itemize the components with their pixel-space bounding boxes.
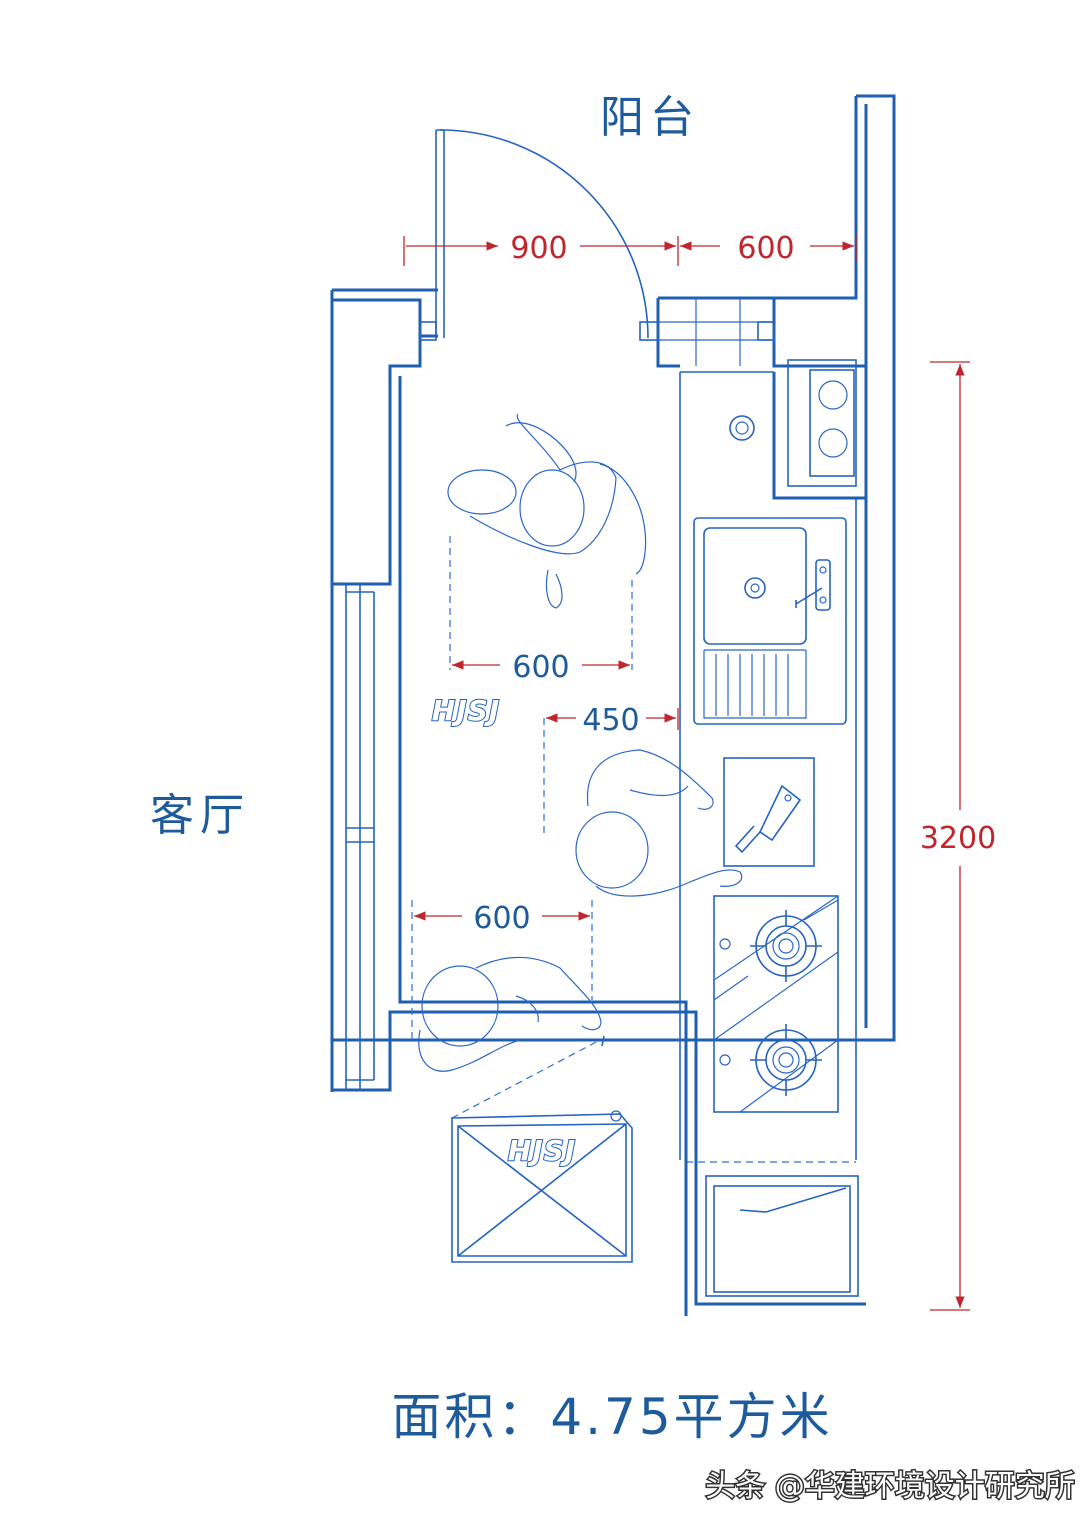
walls [330, 94, 896, 1172]
dim-length: 3200 [920, 821, 996, 856]
dim-side-width: 600 [737, 231, 794, 266]
dim-aisle-gap: 450 [582, 703, 639, 738]
balcony-label: 阳台 [600, 92, 700, 143]
door [435, 129, 649, 339]
watermark: 头条 @华建环境设计研究所 [705, 1469, 1075, 1504]
dimension-lines [403, 236, 970, 1311]
logo-fridge: HJSJ [508, 1134, 576, 1167]
area-label: 面积：4.75平方米 [391, 1388, 832, 1446]
person-bottom [418, 956, 602, 1072]
guide-lines [411, 536, 633, 1040]
kitchen-counter [679, 359, 866, 1316]
burner-top [719, 910, 822, 982]
burner-bottom [719, 1024, 822, 1096]
person-middle [575, 749, 743, 897]
refrigerator [451, 1035, 633, 1263]
dim-person-top: 600 [512, 650, 569, 685]
logo-left: HJSJ [432, 694, 500, 727]
dim-person-bottom: 600 [473, 901, 530, 936]
living-room-label: 客厅 [150, 790, 250, 841]
dim-door-width: 900 [510, 231, 567, 266]
person-top [447, 413, 647, 609]
